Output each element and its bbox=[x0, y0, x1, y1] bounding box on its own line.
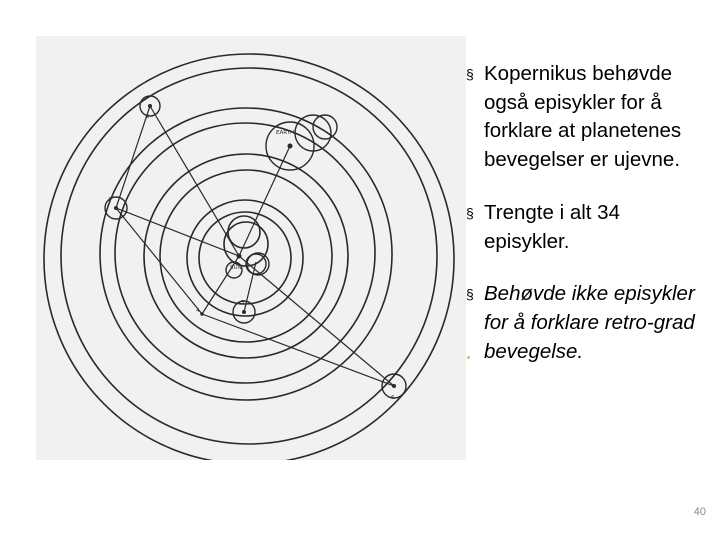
decorative-dot bbox=[467, 356, 470, 359]
bullet-item: § Behøvde ikke episykler for å forklare … bbox=[466, 280, 706, 366]
bullet-text-retrograde: Behøvde ikke episykler for å forklare re… bbox=[484, 280, 706, 366]
bullet-marker: § bbox=[466, 199, 474, 227]
bullet-item: § Kopernikus behøvde også episykler for … bbox=[466, 60, 706, 175]
bullet-text-epicycle-count: Trengte i alt 34 episykler. bbox=[484, 199, 706, 256]
planet-dot-upper-left bbox=[148, 104, 152, 108]
sun-label: SUN bbox=[230, 265, 242, 271]
planet-label-b: 3 bbox=[108, 197, 112, 203]
planet-label-d: 5 bbox=[241, 300, 245, 306]
copernican-epicycle-diagram: EARTH SUN 2 3 4 5 6 bbox=[36, 36, 466, 460]
planet-dot-left bbox=[114, 206, 118, 210]
planet-label-e: 6 bbox=[391, 395, 395, 401]
bullet-list: § Kopernikus behøvde også episykler for … bbox=[466, 60, 706, 380]
planet-label-a: 2 bbox=[146, 114, 150, 120]
bullet-marker: § bbox=[466, 60, 474, 88]
planet-label-c: 4 bbox=[196, 308, 200, 314]
bullet-item: § Trengte i alt 34 episykler. bbox=[466, 199, 706, 256]
planet-dot-lower-left bbox=[200, 312, 204, 316]
earth-label: EARTH bbox=[276, 130, 294, 136]
planet-dot-lower-right bbox=[392, 384, 396, 388]
planet-dot-lower bbox=[242, 310, 246, 314]
page-number: 40 bbox=[646, 506, 706, 518]
epicycle-diagram-svg: EARTH SUN 2 3 4 5 6 bbox=[36, 36, 466, 460]
earth-dot bbox=[288, 144, 293, 149]
bullet-text-epicycles-needed: Kopernikus behøvde også episykler for å … bbox=[484, 60, 706, 175]
bullet-marker: § bbox=[466, 280, 474, 308]
sun-dot bbox=[237, 254, 242, 259]
